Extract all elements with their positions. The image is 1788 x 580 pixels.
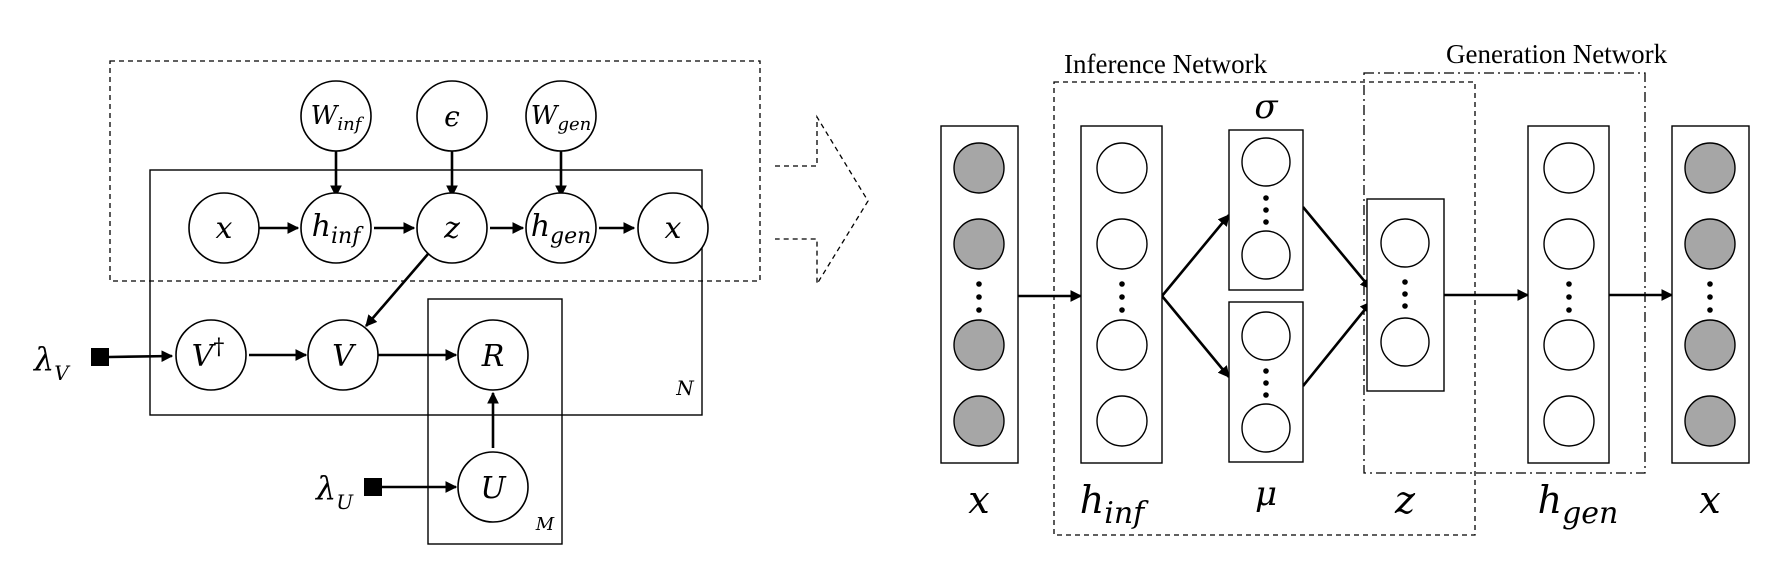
generation-network-title: Generation Network [1446, 39, 1668, 69]
edge-sigma-z [1301, 206, 1373, 290]
label-x-output: x [1699, 478, 1720, 522]
unit [1096, 319, 1148, 371]
svg-text:V: V [332, 339, 357, 374]
edge-hinf-sigma [1160, 214, 1231, 297]
graphical-model: N M λV λU Winf ϵ Wge [32, 60, 761, 545]
node-v: V [307, 319, 379, 391]
layer-x-input [940, 125, 1019, 464]
unit [1684, 218, 1736, 270]
node-epsilon: ϵ [416, 80, 488, 152]
unit [1543, 218, 1595, 270]
svg-text:ϵ: ϵ [444, 100, 460, 133]
neural-network: Inference Network Generation Network [940, 39, 1750, 536]
unit [953, 319, 1005, 371]
edge-z-v [365, 253, 429, 327]
node-z: z [416, 192, 488, 264]
layer-sigma [1228, 129, 1304, 291]
unit [953, 395, 1005, 447]
edge-hinf-mu [1160, 295, 1231, 378]
svg-text:Winf: Winf [311, 101, 365, 135]
unit [1684, 319, 1736, 371]
unit [1241, 311, 1291, 361]
edge-lambdav-vdag [108, 350, 174, 363]
plate-m [427, 298, 563, 545]
unit [953, 218, 1005, 270]
unit [1096, 142, 1148, 194]
layer-x-output [1671, 125, 1750, 464]
node-x-input: x [188, 192, 260, 264]
unit [1684, 395, 1736, 447]
unit [1241, 137, 1291, 187]
layer-h-gen [1527, 125, 1610, 464]
sigma-label: σ [1254, 87, 1278, 127]
svg-text:z: z [443, 211, 460, 246]
svg-text:U: U [480, 471, 507, 506]
lambda-v-factor [91, 348, 109, 366]
node-v-dagger: V† [175, 319, 247, 391]
unit [1543, 395, 1595, 447]
svg-text:V†: V† [192, 335, 225, 374]
node-x-output: x [637, 192, 709, 264]
svg-text:hgen: hgen [531, 209, 592, 249]
label-h-gen: hgen [1538, 478, 1619, 531]
unit [1684, 142, 1736, 194]
node-w-inf: Winf [300, 80, 372, 152]
inference-network-title: Inference Network [1064, 49, 1268, 79]
lambda-v-label: λV [32, 340, 71, 385]
unit [1380, 218, 1430, 268]
label-h-inf: hinf [1080, 478, 1149, 531]
vae-dashed-region [109, 60, 761, 282]
plate-n [149, 169, 703, 416]
expand-arrow-icon [775, 114, 869, 287]
generation-network-region [1363, 72, 1646, 474]
svg-text:R: R [481, 339, 505, 374]
node-u: U [457, 451, 529, 523]
lambda-u-factor [364, 478, 382, 496]
edge-mu-z [1301, 301, 1373, 387]
inference-network-region [1053, 81, 1476, 536]
svg-text:x: x [665, 211, 682, 246]
layer-h-inf [1080, 125, 1163, 464]
svg-text:hinf: hinf [312, 209, 365, 249]
unit [953, 142, 1005, 194]
lambda-u-label: λU [314, 469, 354, 514]
plate-m-label: M [535, 514, 555, 535]
label-x-input: x [968, 478, 989, 522]
unit [1543, 142, 1595, 194]
unit [1096, 218, 1148, 270]
unit [1543, 319, 1595, 371]
layer-mu [1228, 301, 1304, 463]
unit [1096, 395, 1148, 447]
svg-text:x: x [216, 211, 233, 246]
mu-label: μ [1255, 474, 1277, 514]
node-r: R [457, 319, 529, 391]
svg-text:Wgen: Wgen [531, 101, 592, 135]
node-h-inf: hinf [300, 192, 372, 264]
unit [1241, 230, 1291, 280]
layer-z [1366, 198, 1445, 392]
plate-n-label: N [675, 376, 695, 400]
node-w-gen: Wgen [525, 80, 597, 152]
unit [1241, 403, 1291, 453]
unit [1380, 317, 1430, 367]
label-z: z [1394, 478, 1416, 522]
node-h-gen: hgen [525, 192, 597, 264]
